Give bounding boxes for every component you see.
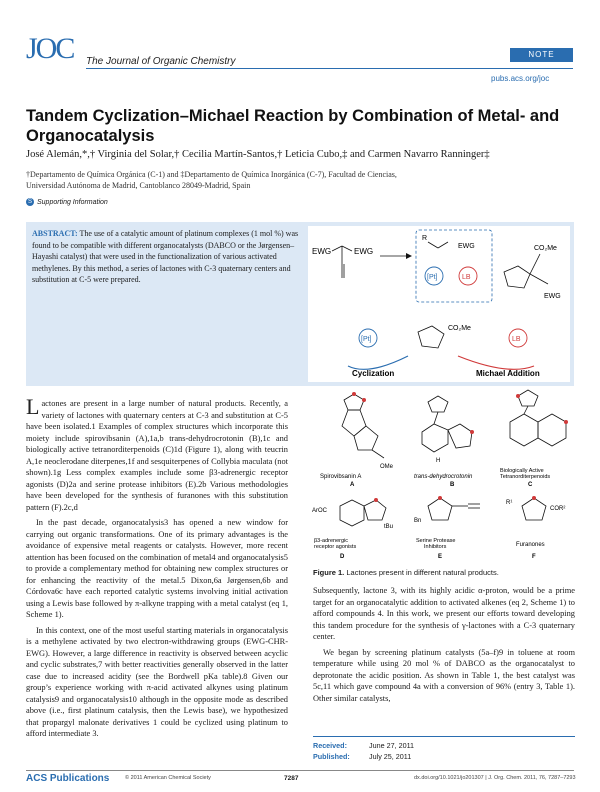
- atom-cor2: COR²: [550, 506, 565, 512]
- figure-1: OMe H Spirovibsanin A A trans-dehydrocro…: [310, 382, 576, 568]
- atom-ome: OMe: [380, 464, 394, 470]
- acs-publications-logo: ACS Publications: [26, 773, 110, 784]
- figure-label-e-2: Inhibitors: [424, 544, 447, 550]
- body-paragraph: We began by screening platinum catalysts…: [313, 647, 575, 703]
- structure-a: OMe: [341, 392, 394, 470]
- article-title: Tandem Cyclization–Michael Reaction by C…: [26, 107, 560, 145]
- toc-scheme: EWG EWG R EWG [Pt] LB CO₂Me EWG [Pt] CO₂…: [312, 229, 561, 378]
- publication-dates: Received: June 27, 2011 Published: July 25…: [313, 740, 414, 762]
- toc-lb-badge: LB: [462, 274, 471, 281]
- toc-pt-badge-2: [Pt]: [361, 336, 372, 343]
- atom-r1: R¹: [506, 500, 512, 506]
- figure-label-f: Furanones: [516, 542, 545, 548]
- figure-letter-c: C: [528, 482, 533, 488]
- figure-label-d-2: receptor agonists: [314, 544, 356, 550]
- figure-letter-b: B: [450, 482, 455, 488]
- affiliation-line: Universidad Autónoma de Madrid, Cantobla…: [26, 180, 251, 190]
- toc-cyclization-label: Cyclization: [352, 369, 394, 378]
- drop-cap: L: [26, 394, 40, 419]
- figure-label-a: Spirovibsanin A: [320, 474, 361, 480]
- toc-r-label: R: [422, 235, 427, 242]
- figure-letter-e: E: [438, 554, 442, 560]
- figure-caption-label: Figure 1.: [313, 568, 345, 577]
- supporting-info-label: Supporting Information: [37, 198, 108, 206]
- body-paragraph: Subsequently, lactone 3, with its highly…: [313, 586, 575, 641]
- toc-lb-badge-2: LB: [512, 336, 521, 343]
- atom-h: H: [436, 458, 440, 464]
- toc-co2me-1: CO₂Me: [534, 245, 557, 252]
- atom-tbu: tBu: [384, 524, 393, 530]
- journal-logo: JOC: [26, 32, 75, 65]
- page-number: 7287: [284, 775, 299, 782]
- figure-label-c-2: Tetranorditerpenoids: [500, 474, 550, 480]
- figure-1-structures: OMe H Spirovibsanin A A trans-dehydrocro…: [312, 389, 568, 560]
- received-label: Received:: [313, 741, 347, 750]
- toc-michael-label: Michael Addition: [476, 369, 540, 378]
- structure-d: ArOC tBu: [312, 498, 393, 530]
- received-date: June 27, 2011: [369, 741, 415, 750]
- figure-label-c: Biologically Active: [500, 468, 544, 474]
- figure-label-b: trans-dehydrocrotonin: [414, 474, 473, 480]
- structure-e: Bn: [414, 496, 480, 524]
- figure-label-d: β3-adrenergic: [314, 538, 348, 544]
- toc-co2me-2: CO₂Me: [448, 325, 471, 332]
- published-label: Published:: [313, 752, 350, 761]
- toc-ewg-4: EWG: [544, 293, 561, 300]
- copyright: © 2011 American Chemical Society: [125, 775, 211, 781]
- published-date: July 25, 2011: [369, 752, 412, 761]
- journal-url-link[interactable]: pubs.acs.org/joc: [491, 74, 550, 83]
- journal-name: The Journal of Organic Chemistry: [86, 56, 236, 67]
- body-column-right: Subsequently, lactone 3, with its highly…: [313, 585, 575, 708]
- toc-ewg-3: EWG: [458, 243, 475, 250]
- toc-ewg-1: EWG: [312, 247, 331, 256]
- atom-bn: Bn: [414, 518, 421, 524]
- dates-rule: [313, 736, 575, 737]
- body-paragraph: In the past decade, organocatalysis3 has…: [26, 518, 288, 619]
- note-badge: NOTE: [510, 48, 573, 62]
- figure-caption: Figure 1. Lactones present in different …: [313, 568, 499, 577]
- toc-graphic: EWG EWG R EWG [Pt] LB CO₂Me EWG [Pt] CO₂…: [308, 226, 570, 382]
- toc-pt-badge: [Pt]: [427, 274, 438, 281]
- figure-label-e: Serine Protease: [416, 538, 455, 544]
- paragraph-text: actones are present in a large number of…: [26, 399, 288, 512]
- header-rule: [86, 68, 573, 69]
- affiliation-line: †Departamento de Química Orgánica (C-1) …: [26, 170, 397, 179]
- author-list: José Alemán,*,† Virginia del Solar,† Cec…: [26, 149, 490, 160]
- affiliations: †Departamento de Química Orgánica (C-1) …: [26, 170, 586, 191]
- abstract-heading: ABSTRACT:: [32, 229, 78, 238]
- structure-f: R¹ COR²: [506, 496, 565, 521]
- figure-letter-d: D: [340, 554, 345, 560]
- figure-letter-f: F: [532, 554, 536, 560]
- abstract-text: ABSTRACT: The use of a catalytic amount …: [32, 228, 300, 286]
- body-paragraph: In this context, one of the most useful …: [26, 625, 288, 739]
- figure-caption-text: Lactones present in different natural pr…: [346, 568, 499, 577]
- footer-rule: [26, 770, 574, 771]
- abstract-body: The use of a catalytic amount of platinu…: [32, 229, 299, 284]
- structure-b: H: [421, 395, 474, 464]
- doi-link[interactable]: dx.doi.org/10.1021/jo201307 | J. Org. Ch…: [414, 775, 576, 781]
- toc-ewg-2: EWG: [354, 247, 373, 256]
- structure-c: [509, 389, 568, 447]
- atom-aroc: ArOC: [312, 508, 328, 514]
- figure-letter-a: A: [350, 482, 355, 488]
- supporting-info-icon: S: [26, 198, 34, 206]
